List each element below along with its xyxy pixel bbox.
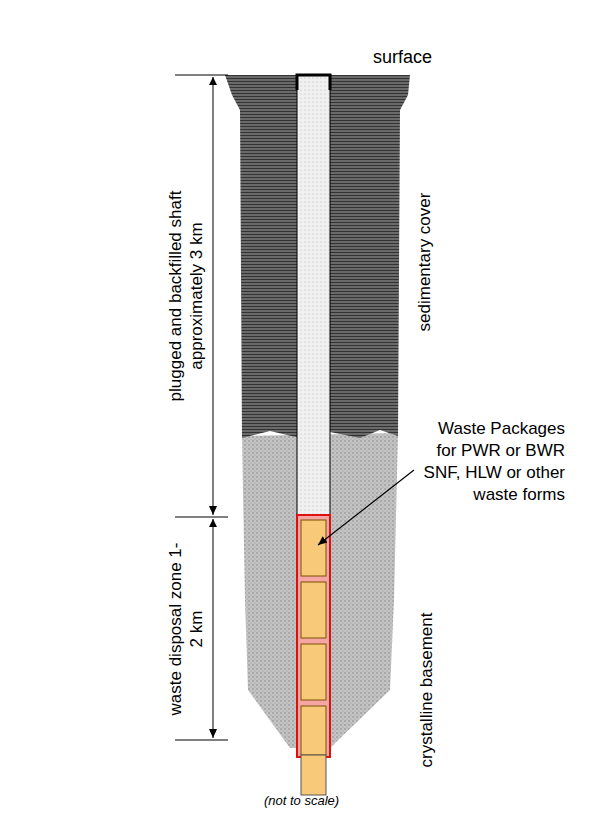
waste-disposal-zone: [297, 515, 330, 757]
layer-label: sedimentary cover: [414, 132, 435, 392]
waste-package: [301, 644, 326, 700]
waste-package: [301, 582, 326, 638]
dimension-tick: [175, 740, 228, 741]
waste-package: [301, 520, 326, 576]
dimension-label: waste disposal zone 1-2 km: [165, 542, 207, 717]
dimension-line: [213, 519, 214, 738]
dimension-label: plugged and backfilled shaft approximate…: [165, 176, 207, 416]
layer-label: crystalline basement: [416, 560, 437, 818]
dimension-tick: [175, 75, 228, 76]
waste-package: [301, 706, 326, 755]
surface-label: surface: [373, 46, 432, 68]
borehole-bottom: [301, 755, 326, 795]
backfilled-shaft: [297, 75, 330, 517]
dimension-line: [213, 77, 214, 515]
scale-note: (not to scale): [264, 792, 339, 809]
dimension-tick: [175, 517, 228, 518]
leader-arrow: [318, 470, 414, 545]
callout-label: Waste Packages for PWR or BWR SNF, HLW o…: [423, 418, 565, 506]
shaft-top-collar: [297, 75, 330, 90]
